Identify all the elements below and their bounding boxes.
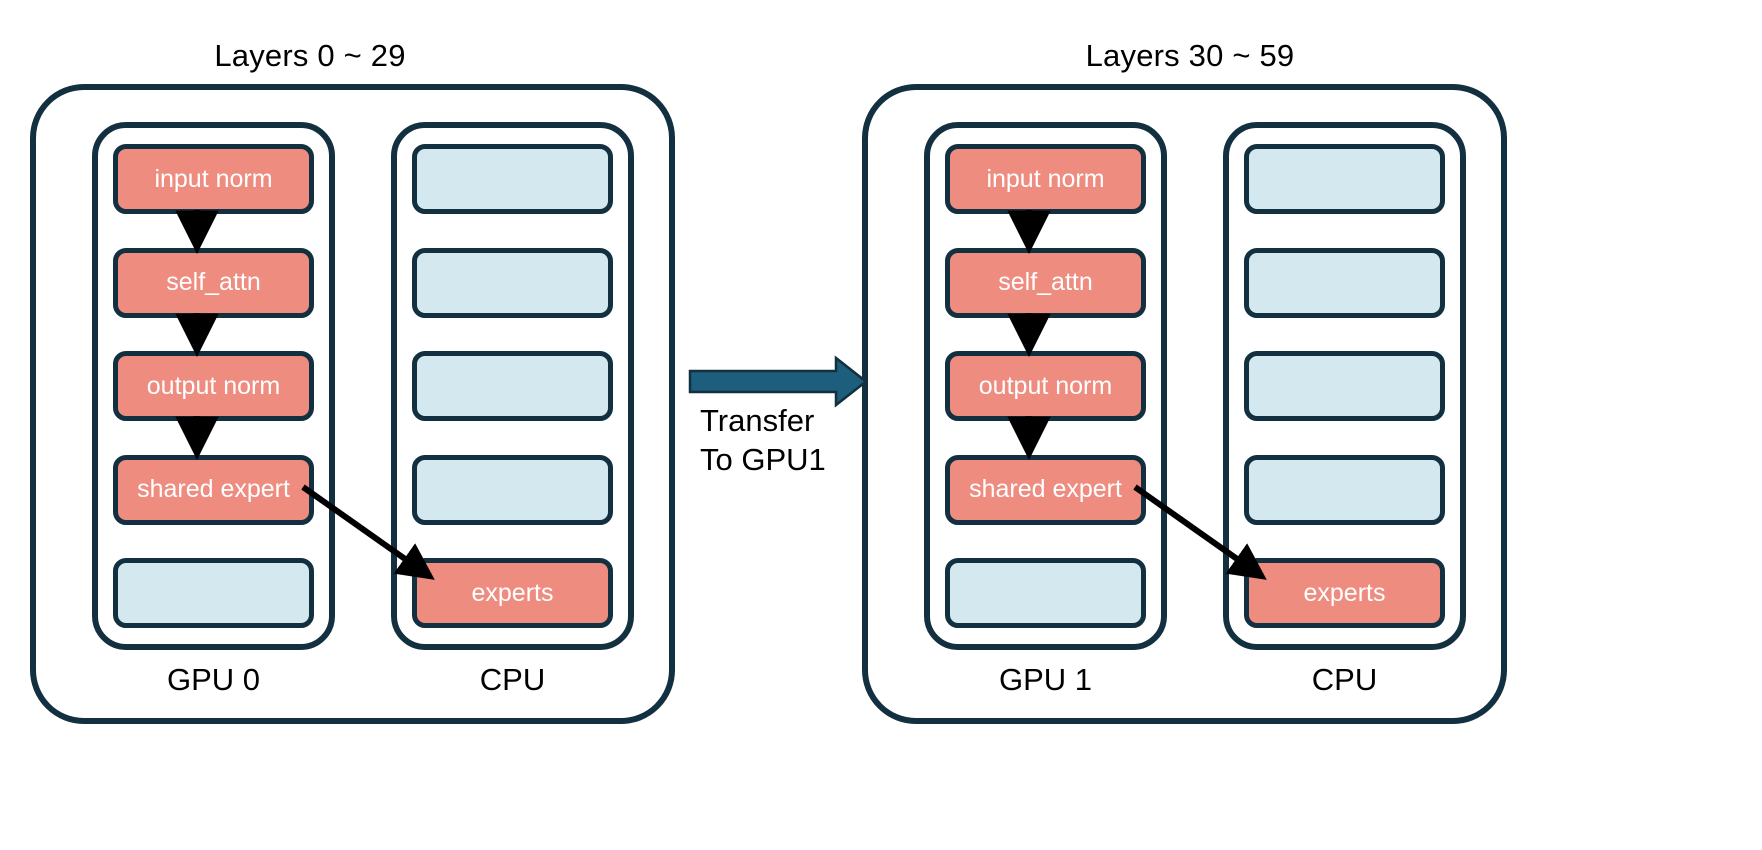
column-label-cpu1: CPU xyxy=(1311,662,1378,697)
box-offloaded-slot[interactable] xyxy=(1244,454,1445,525)
transfer-label-line1: Transfer xyxy=(700,403,815,438)
column-label-gpu1: GPU 1 xyxy=(998,662,1093,697)
box-output-norm[interactable]: output norm xyxy=(945,351,1146,421)
box-offloaded-slot[interactable] xyxy=(1244,351,1445,421)
box-self-attn[interactable]: self_attn xyxy=(945,247,1146,318)
box-self-attn[interactable]: self_attn xyxy=(113,247,314,318)
group-layers-30-59: input norm self_attn output norm shared … xyxy=(862,84,1507,724)
transfer-label-line2: To GPU1 xyxy=(700,441,826,477)
box-experts[interactable]: experts xyxy=(1244,558,1445,628)
box-shared-expert[interactable]: shared expert xyxy=(945,454,1146,525)
column-cpu1: experts xyxy=(1223,122,1466,650)
box-empty-slot[interactable] xyxy=(113,558,314,628)
column-label-gpu0: GPU 0 xyxy=(166,662,261,697)
box-offloaded-slot[interactable] xyxy=(412,144,613,214)
transfer-label: Transfer To GPU1 xyxy=(700,402,826,480)
box-offloaded-slot[interactable] xyxy=(412,351,613,421)
box-offloaded-slot[interactable] xyxy=(412,247,613,318)
column-gpu0: input norm self_attn output norm shared … xyxy=(92,122,335,650)
group-layers-0-29: input norm self_attn output norm shared … xyxy=(30,84,675,724)
transfer-arrow xyxy=(688,355,869,408)
box-offloaded-slot[interactable] xyxy=(1244,144,1445,214)
group-title-right: Layers 30 ~ 59 xyxy=(1085,38,1295,73)
column-gpu1: input norm self_attn output norm shared … xyxy=(924,122,1167,650)
box-empty-slot[interactable] xyxy=(945,558,1146,628)
box-output-norm[interactable]: output norm xyxy=(113,351,314,421)
box-shared-expert[interactable]: shared expert xyxy=(113,454,314,525)
box-input-norm[interactable]: input norm xyxy=(113,144,314,214)
box-experts[interactable]: experts xyxy=(412,558,613,628)
box-input-norm[interactable]: input norm xyxy=(945,144,1146,214)
column-cpu0: experts xyxy=(391,122,634,650)
column-label-cpu0: CPU xyxy=(479,662,546,697)
box-offloaded-slot[interactable] xyxy=(412,454,613,525)
group-title-left: Layers 0 ~ 29 xyxy=(214,38,406,73)
box-offloaded-slot[interactable] xyxy=(1244,247,1445,318)
